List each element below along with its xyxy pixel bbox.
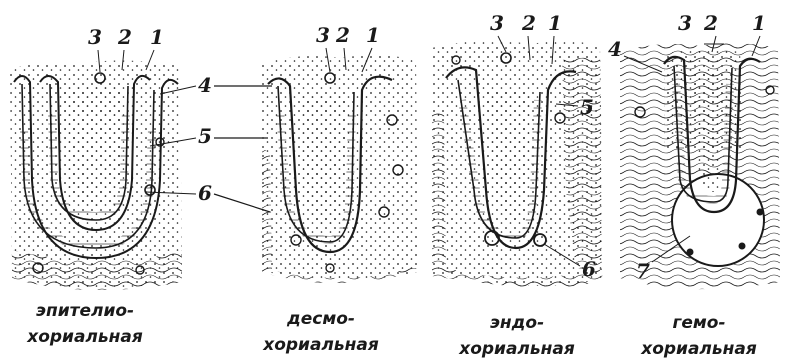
caption-line-1: гемо- <box>624 310 774 336</box>
caption-line-1: эпителио- <box>10 298 160 324</box>
label-7: 7 <box>636 259 650 283</box>
label-5: 5 <box>198 124 212 148</box>
caption-line-2: хориальная <box>442 336 592 362</box>
caption-epitheliochorial: эпителио- хориальная <box>10 298 160 350</box>
caption-line-2: хориальная <box>10 324 160 350</box>
label-4: 4 <box>608 37 622 61</box>
panel-epitheliochorial: 3 2 1 4 5 6 <box>10 25 212 290</box>
caption-hemochorial: гемо- хориальная <box>624 310 774 362</box>
label-6: 6 <box>198 181 212 205</box>
caption-desmochorial: десмо- хориальная <box>246 306 396 358</box>
label-1: 1 <box>752 11 766 35</box>
label-3: 3 <box>88 25 102 49</box>
label-1: 1 <box>150 25 164 49</box>
caption-line-2: хориальная <box>246 332 396 358</box>
label-2: 2 <box>117 25 132 49</box>
label-3: 3 <box>678 11 692 35</box>
caption-line-2: хориальная <box>624 336 774 362</box>
panel-endotheliochorial: 3 2 1 5 6 <box>432 11 604 288</box>
villus-core <box>64 86 122 206</box>
caption-line-1: десмо- <box>246 306 396 332</box>
villus-core <box>694 72 722 192</box>
label-2: 2 <box>335 23 350 47</box>
label-3: 3 <box>490 11 504 35</box>
label-3: 3 <box>316 23 330 47</box>
caption-endotheliochorial: эндо- хориальная <box>442 310 592 362</box>
label-6: 6 <box>582 257 596 281</box>
label-2: 2 <box>703 11 718 35</box>
label-5: 5 <box>580 95 594 119</box>
label-4: 4 <box>198 73 212 97</box>
panel-hemochorial: 3 2 1 4 7 <box>608 11 780 289</box>
label-1: 1 <box>548 11 562 35</box>
caption-line-1: эндо- <box>442 310 592 336</box>
label-2: 2 <box>521 11 536 35</box>
label-1: 1 <box>366 23 380 47</box>
panel-desmochorial: 3 2 1 <box>214 23 418 283</box>
